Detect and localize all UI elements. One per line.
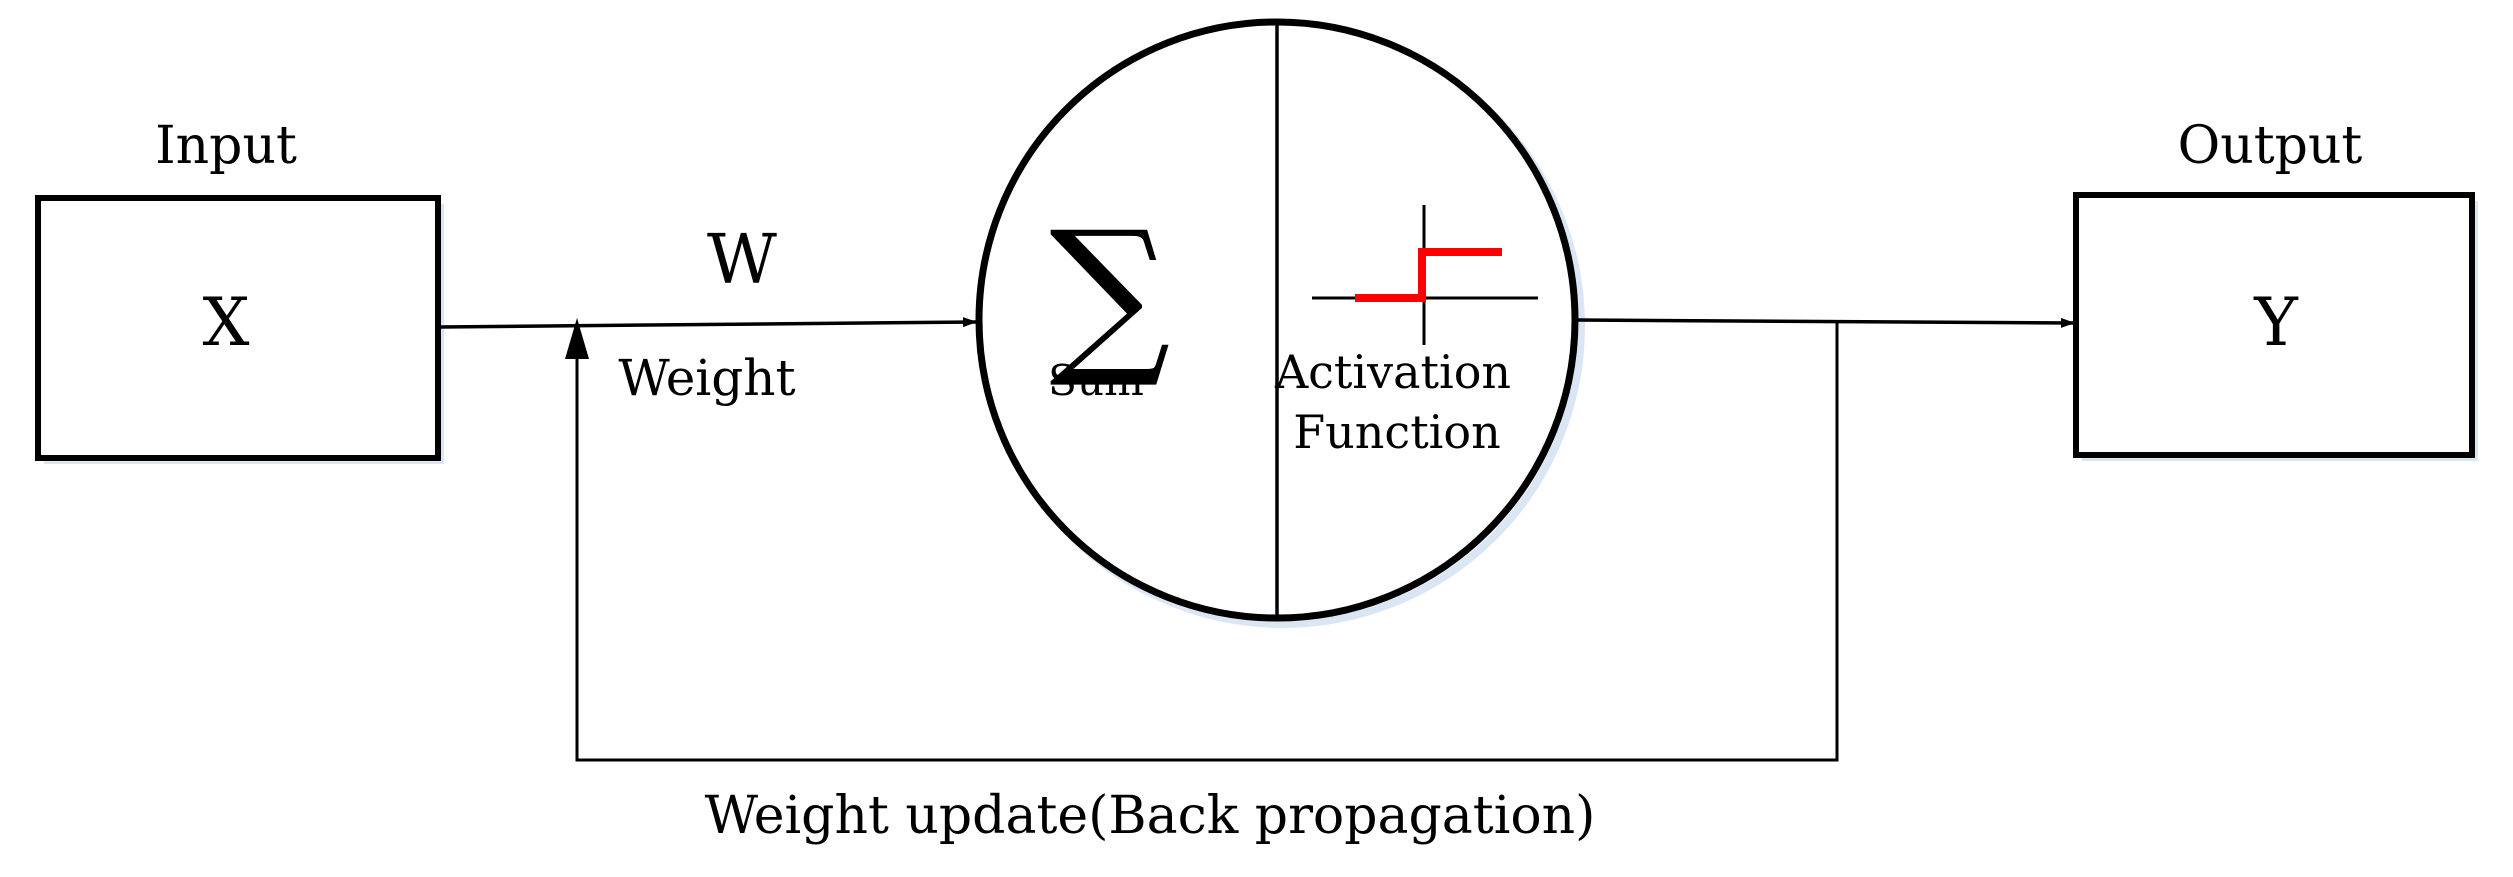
activation-label-line2: Function xyxy=(1293,405,1500,459)
input-node: Input X xyxy=(35,116,444,464)
sum-icon: ∑ xyxy=(1049,195,1170,393)
output-node: Output Y xyxy=(2073,116,2478,461)
input-to-sum-arrow xyxy=(439,317,977,329)
sum-label: Sum xyxy=(1048,356,1144,405)
neuron-to-output-arrow xyxy=(1576,317,2075,328)
step-function-icon xyxy=(1312,205,1538,345)
output-box xyxy=(2073,192,2475,458)
input-box xyxy=(35,195,441,461)
weight-connection: W Weight xyxy=(439,221,977,407)
input-title: Input xyxy=(155,116,297,176)
output-title: Output xyxy=(2178,116,2363,176)
input-symbol: X xyxy=(203,284,250,361)
neuron: ∑ Sum Activation Function xyxy=(975,18,1585,628)
feedback-label: Weight update(Back propagation) xyxy=(705,786,1596,846)
activation-label-line1: Activation xyxy=(1274,345,1511,399)
feedback-loop: Weight update(Back propagation) xyxy=(565,318,1839,846)
output-symbol: Y xyxy=(2253,284,2299,361)
weight-symbol: W xyxy=(707,221,777,300)
step-curve xyxy=(1355,248,1502,302)
feedback-path xyxy=(575,322,1839,762)
feedback-arrowhead xyxy=(565,318,589,359)
weight-label: Weight xyxy=(618,349,795,407)
